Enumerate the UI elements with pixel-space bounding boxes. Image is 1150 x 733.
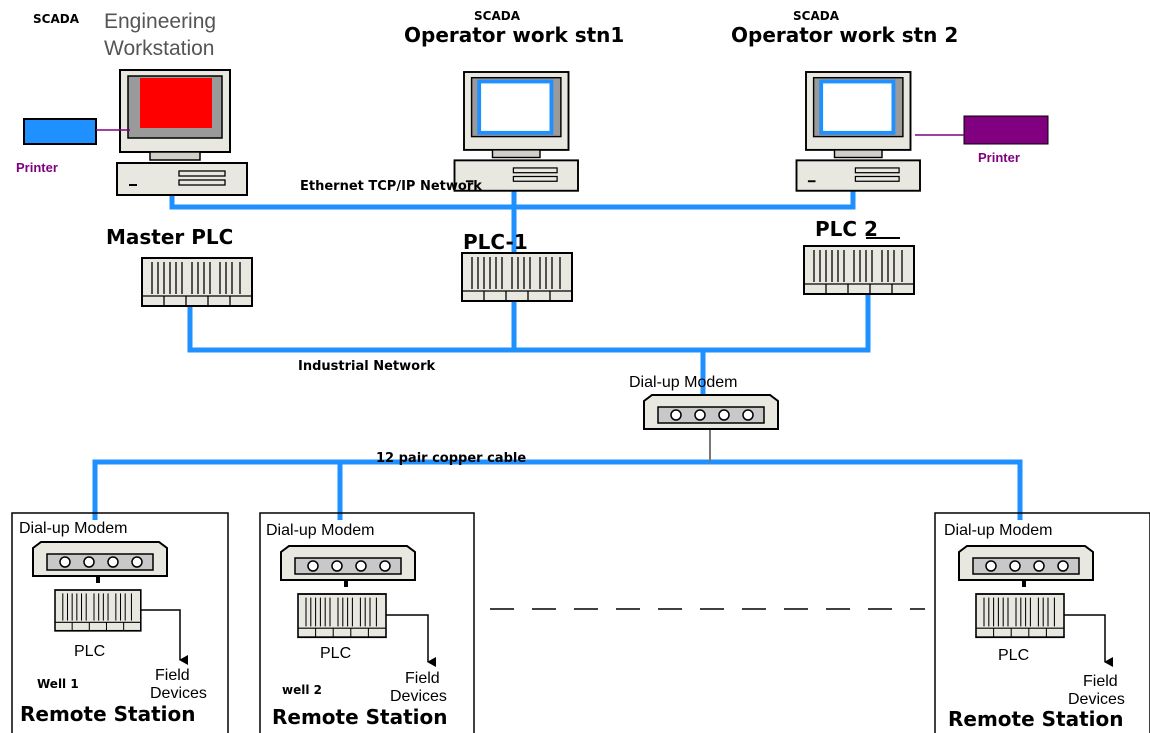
- master-plc-rack: [141, 257, 253, 307]
- remote-2-modem-label: Dial-up Modem: [266, 522, 375, 539]
- remote-2-plc: [297, 593, 387, 639]
- remote-3-field-line2: Devices: [1068, 691, 1125, 708]
- copper-cable-label: 12 pair copper cable: [376, 451, 527, 466]
- remote-3-plc: [975, 593, 1065, 639]
- engineering-workstation: [116, 69, 248, 196]
- remote-3-modem: [958, 545, 1094, 581]
- remote-1-plc: [54, 589, 142, 632]
- remote-1-modem-label: Dial-up Modem: [19, 520, 128, 537]
- remote-2-modem: [280, 545, 416, 581]
- remote-2-field-line1: Field: [405, 670, 440, 687]
- remote-3-title: Remote Station: [948, 707, 1124, 731]
- printer-left-label: Printer: [16, 160, 58, 175]
- remote-station-2-box: [259, 512, 475, 733]
- ethernet-network-label: Ethernet TCP/IP Network: [300, 179, 482, 194]
- operator2-scada-label: SCADA: [793, 9, 839, 23]
- operator-workstation-1: [453, 71, 579, 192]
- plc-1-rack: [461, 252, 573, 302]
- remote-2-field-line2: Devices: [390, 688, 447, 705]
- remote-2-title: Remote Station: [272, 705, 448, 729]
- remote-3-field-line1: Field: [1083, 673, 1118, 690]
- operator-workstation-2: [795, 71, 921, 192]
- printer-right-label: Printer: [978, 150, 1020, 165]
- remote-station-3-box: [934, 512, 1150, 733]
- plc-2-label: PLC 2: [815, 217, 878, 241]
- remote-1-title: Remote Station: [20, 702, 196, 726]
- master-plc-label: Master PLC: [106, 225, 234, 249]
- remote-1-well-label: Well 1: [37, 677, 79, 691]
- remote-1-plc-label: PLC: [74, 643, 106, 660]
- operator1-title: Operator work stn1: [404, 23, 625, 47]
- operator2-title: Operator work stn 2: [731, 23, 959, 47]
- plc-2-rack: [803, 245, 915, 295]
- industrial-network-label: Industrial Network: [298, 359, 436, 374]
- central-modem: [643, 394, 779, 430]
- plc-1-label: PLC-1: [463, 230, 528, 254]
- remote-3-plc-label: PLC: [998, 647, 1030, 664]
- printer-left: [23, 118, 130, 145]
- central-modem-label: Dial-up Modem: [629, 374, 738, 391]
- remote-2-plc-label: PLC: [320, 645, 352, 662]
- remote-3-modem-label: Dial-up Modem: [944, 522, 1053, 539]
- engineering-scada-label: SCADA: [33, 12, 79, 26]
- copper-cable-lines: [92, 459, 1023, 520]
- printer-right: [915, 115, 1049, 145]
- remote-1-modem: [32, 541, 168, 577]
- remote-station-1-box: [11, 512, 229, 733]
- remote-1-field-line2: Devices: [150, 685, 207, 702]
- remote-2-well-label: well 2: [282, 683, 322, 697]
- engineering-title-line2: Workstation: [104, 37, 215, 60]
- engineering-title-line1: Engineering: [104, 10, 217, 33]
- engineering-screen: [140, 78, 212, 128]
- remote-1-field-line1: Field: [155, 667, 190, 684]
- industrial-network-lines: [187, 295, 871, 394]
- operator1-scada-label: SCADA: [474, 9, 520, 23]
